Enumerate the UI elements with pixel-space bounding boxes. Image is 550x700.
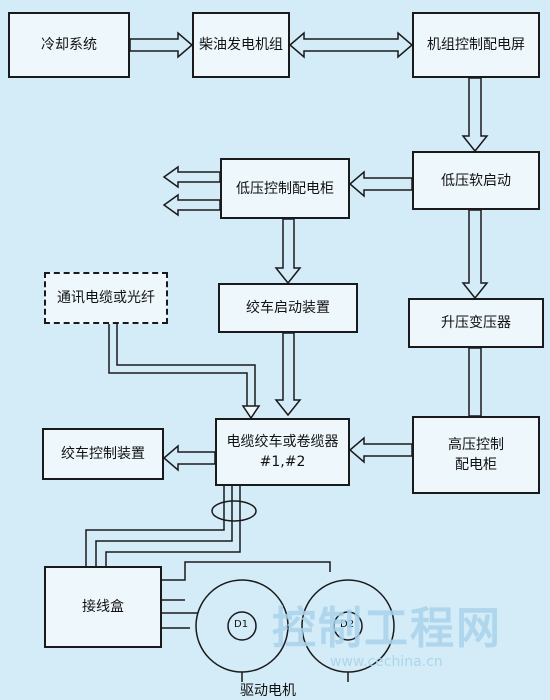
arrow-lv-cabinet-output-1 — [162, 165, 221, 189]
cable-bundle-clamp — [211, 500, 257, 522]
comm-cable-box: 通讯电缆或光纤 — [44, 272, 168, 324]
drive-motor-caption: 驱动电机 — [240, 683, 296, 699]
arrowhead-comm-to-winch — [241, 405, 261, 420]
connector-transformer-to-hv — [468, 347, 482, 417]
arrow-starter-to-winch — [274, 332, 302, 417]
arrow-winch-to-control — [162, 444, 216, 472]
cable-winch-box: 电缆绞车或卷缆器 #1,#2 — [215, 418, 350, 486]
step-up-transformer-label: 升压变压器 — [441, 315, 511, 331]
arrow-lv-cabinet-output-2 — [162, 193, 221, 217]
wire-comm-to-winch-b — [116, 324, 256, 406]
arrow-panel-to-soft-start — [461, 77, 489, 153]
hv-cabinet-box: 高压控制 配电柜 — [412, 416, 540, 494]
wire-winch-to-junction-3 — [105, 486, 241, 566]
watermark-url: www.cechina.cn — [330, 654, 443, 670]
cooling-system-box: 冷却系统 — [8, 12, 130, 78]
motor-d2-inner — [333, 611, 363, 641]
arrow-soft-start-to-transformer — [461, 209, 489, 300]
lv-soft-start-label: 低压软启动 — [441, 172, 511, 189]
diesel-genset-label: 柴油发电机组 — [199, 37, 283, 53]
motor-d1-label: D1 — [234, 619, 249, 630]
wire-junction-to-d2 — [162, 561, 331, 581]
arrow-cooling-to-genset — [129, 31, 194, 59]
winch-starter-label: 绞车启动装置 — [246, 300, 330, 316]
arrow-hv-to-winch — [348, 436, 413, 464]
motor-d2-label: D2 — [340, 619, 355, 630]
lv-cabinet-box: 低压控制配电柜 — [220, 158, 350, 219]
diesel-genset-box: 柴油发电机组 — [192, 12, 290, 78]
junction-box-label: 接线盒 — [82, 599, 124, 615]
winch-control-box: 绞车控制装置 — [42, 428, 164, 480]
junction-box: 接线盒 — [44, 566, 162, 648]
hv-cabinet-label-line1: 高压控制 — [448, 437, 504, 453]
arrow-lv-cabinet-to-starter — [274, 218, 302, 285]
step-up-transformer-box: 升压变压器 — [408, 298, 544, 348]
wire-winch-to-junction-1 — [85, 486, 225, 566]
genset-panel-label: 机组控制配电屏 — [427, 37, 525, 53]
cable-winch-ids: #1,#2 — [259, 454, 306, 470]
motor-d1-inner — [227, 611, 257, 641]
winch-control-label: 绞车控制装置 — [61, 446, 145, 462]
arrow-genset-panel-bidirectional — [288, 31, 414, 59]
winch-starter-box: 绞车启动装置 — [218, 283, 358, 333]
wire-winch-to-junction-2 — [95, 486, 233, 566]
hv-cabinet-label-line2: 配电柜 — [455, 457, 497, 473]
wire-comm-to-winch-a — [108, 324, 248, 406]
arrow-soft-start-to-lv-cabinet — [348, 170, 413, 198]
comm-cable-label: 通讯电缆或光纤 — [57, 290, 155, 306]
watermark-text: 控制工程网 — [272, 603, 502, 654]
genset-panel-box: 机组控制配电屏 — [412, 12, 540, 78]
lv-soft-start-box: 低压软启动 — [412, 151, 540, 210]
cooling-system-label: 冷却系统 — [41, 37, 97, 53]
cable-winch-label: 电缆绞车或卷缆器 — [226, 434, 339, 450]
lv-cabinet-label: 低压控制配电柜 — [236, 180, 334, 197]
